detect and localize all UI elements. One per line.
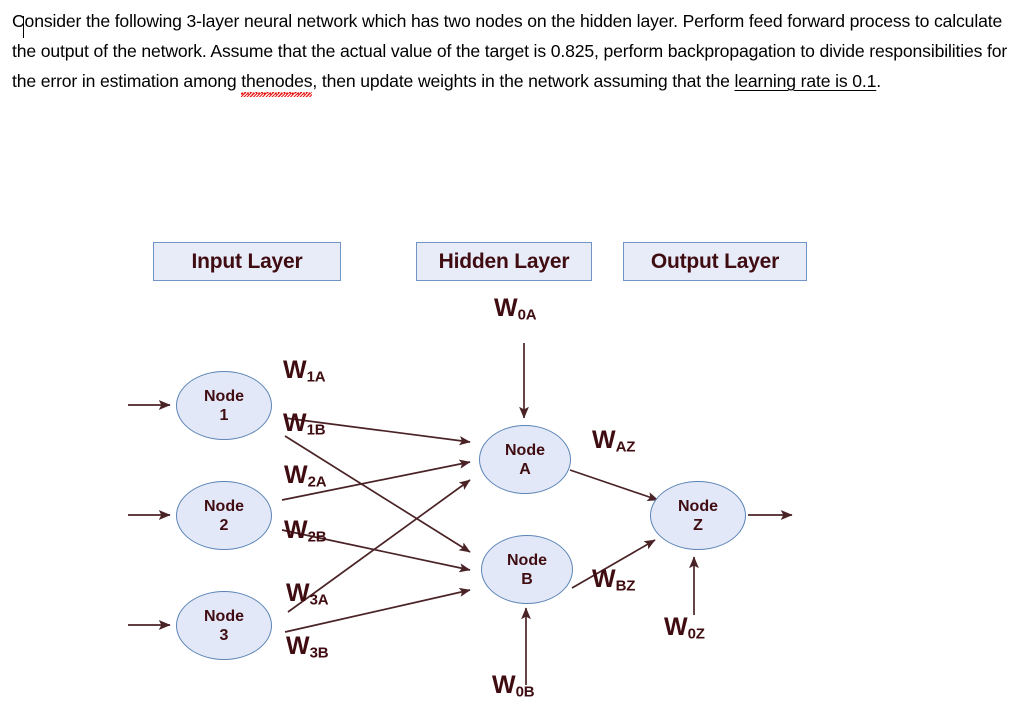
- weight-label-2B-main: W: [284, 516, 308, 544]
- question-line-4-prefix: weights in the network assuming that the: [417, 71, 735, 91]
- layer-header-input: Input Layer: [153, 242, 341, 281]
- node-input-3: Node 3: [176, 591, 272, 660]
- wire-2B: [281, 529, 471, 573]
- weight-label-0A-main: W: [494, 294, 518, 322]
- node-hidden-b-line2: B: [521, 570, 533, 588]
- node-input-1-line2: 1: [219, 406, 229, 424]
- underlined-learning-rate: learning rate is 0.1: [734, 71, 877, 91]
- node-hidden-a-line1: Node: [505, 441, 545, 459]
- wire-2A: [281, 459, 471, 501]
- weight-label-3A-main: W: [286, 579, 310, 607]
- question-line-2: forward process to calculate the output …: [12, 11, 1003, 61]
- node-input-2: Node 2: [176, 481, 272, 550]
- weight-label-2A-sub: 2A: [307, 473, 327, 491]
- weight-label-0Z-main: W: [664, 613, 688, 641]
- node-input-1-line1: Node: [204, 387, 244, 405]
- node-input-2-line1: Node: [204, 497, 244, 515]
- node-input-3-line2: 3: [219, 626, 229, 644]
- layer-header-output-label: Output Layer: [650, 249, 780, 273]
- wire-3A: [287, 479, 471, 613]
- layer-header-hidden: Hidden Layer: [416, 242, 592, 281]
- text-caret: [23, 16, 24, 38]
- node-hidden-b-line1: Node: [507, 551, 547, 569]
- wire-1B: [284, 435, 471, 553]
- weight-label-3B: W3B: [286, 632, 329, 662]
- wire-1A: [284, 417, 471, 446]
- weight-label-0A: W0A: [494, 294, 537, 324]
- question-text-block: Consider the following 3-layer neural ne…: [12, 6, 1012, 97]
- weight-label-1B-main: W: [283, 409, 307, 437]
- weight-label-3A: W3A: [286, 579, 329, 609]
- weight-label-BZ: WBZ: [592, 565, 636, 595]
- question-line-3-suffix: , then update: [312, 71, 414, 91]
- wire-BZ: [571, 539, 656, 589]
- node-output-z: Node Z: [650, 481, 746, 550]
- wire-AZ: [569, 469, 659, 501]
- misspelled-word-thenodes[interactable]: thenodes: [241, 66, 313, 97]
- weight-label-1B-sub: 1B: [306, 421, 326, 439]
- weight-label-0B: W0B: [492, 671, 535, 701]
- layer-header-hidden-label: Hidden Layer: [438, 249, 570, 273]
- node-input-1: Node 1: [176, 371, 272, 440]
- node-hidden-b: Node B: [481, 535, 573, 604]
- weight-label-3B-main: W: [286, 632, 310, 660]
- weight-label-3B-sub: 3B: [309, 644, 329, 662]
- weight-label-1A-main: W: [283, 356, 307, 384]
- layer-header-input-label: Input Layer: [191, 249, 303, 273]
- node-hidden-a-line2: A: [519, 460, 531, 478]
- weight-label-2B: W2B: [284, 516, 327, 546]
- weight-label-3A-sub: 3A: [309, 591, 329, 609]
- weight-label-2A-main: W: [284, 461, 308, 489]
- node-input-2-line2: 2: [219, 516, 229, 534]
- weight-label-0B-sub: 0B: [515, 683, 535, 701]
- node-output-z-line1: Node: [678, 497, 718, 515]
- weight-label-1B: W1B: [283, 409, 326, 439]
- layer-header-output: Output Layer: [623, 242, 807, 281]
- weight-label-0Z-sub: 0Z: [687, 625, 705, 643]
- node-output-z-line2: Z: [693, 516, 703, 534]
- weight-label-2A: W2A: [284, 461, 327, 491]
- weight-label-AZ-sub: AZ: [615, 438, 636, 456]
- weight-label-1A: W1A: [283, 356, 326, 386]
- weight-label-AZ: WAZ: [592, 426, 636, 456]
- weight-label-BZ-main: W: [592, 565, 616, 593]
- weight-label-0A-sub: 0A: [517, 306, 537, 324]
- weight-label-BZ-sub: BZ: [615, 577, 636, 595]
- question-line-4-suffix: .: [876, 71, 882, 91]
- weight-label-1A-sub: 1A: [306, 368, 326, 386]
- node-hidden-a: Node A: [479, 425, 571, 494]
- node-input-3-line1: Node: [204, 607, 244, 625]
- weight-label-2B-sub: 2B: [307, 528, 327, 546]
- question-line-1: Consider the following 3-layer neural ne…: [12, 11, 783, 31]
- weight-label-0B-main: W: [492, 671, 516, 699]
- weight-label-0Z: W0Z: [664, 613, 705, 643]
- weight-label-AZ-main: W: [592, 426, 616, 454]
- wire-3B: [284, 587, 471, 633]
- question-line-3-prefix: perform backpropagation to divide respon…: [12, 41, 1008, 91]
